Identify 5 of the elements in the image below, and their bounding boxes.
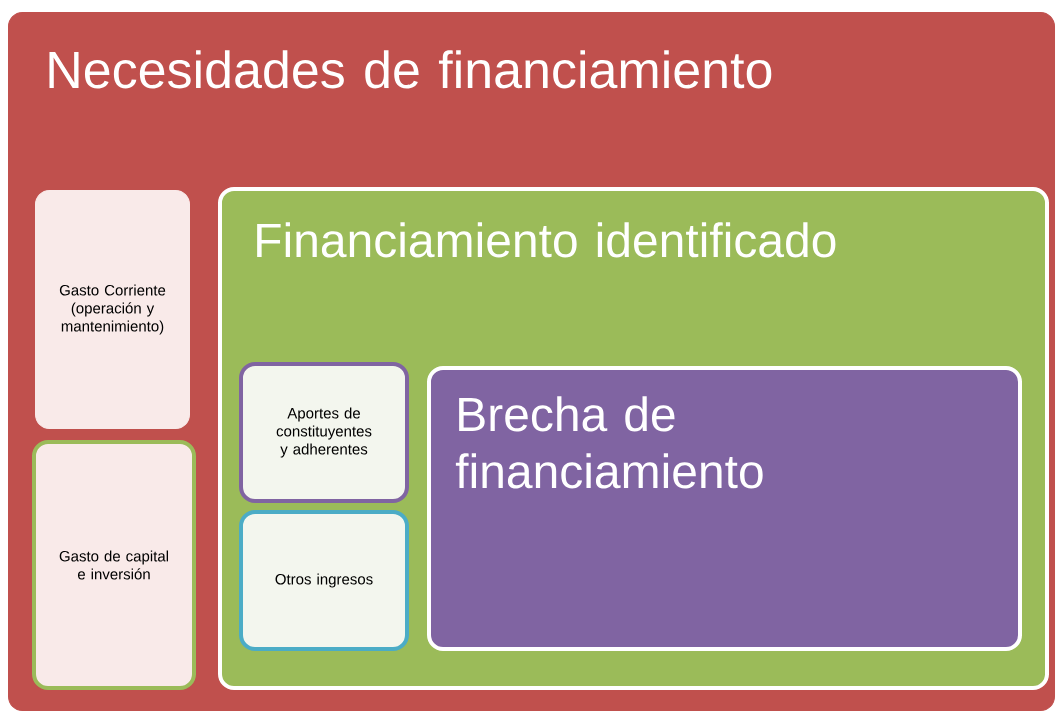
source-box: Aportes de constituyentes y adherentes	[239, 362, 409, 503]
gap-box: Brecha de financiamiento	[427, 366, 1022, 651]
category-box: Gasto Corriente (operación y mantenimiento)	[35, 190, 190, 429]
category-box: Gasto de capital e inversión	[32, 440, 196, 690]
source-box: Otros ingresos	[239, 510, 409, 651]
